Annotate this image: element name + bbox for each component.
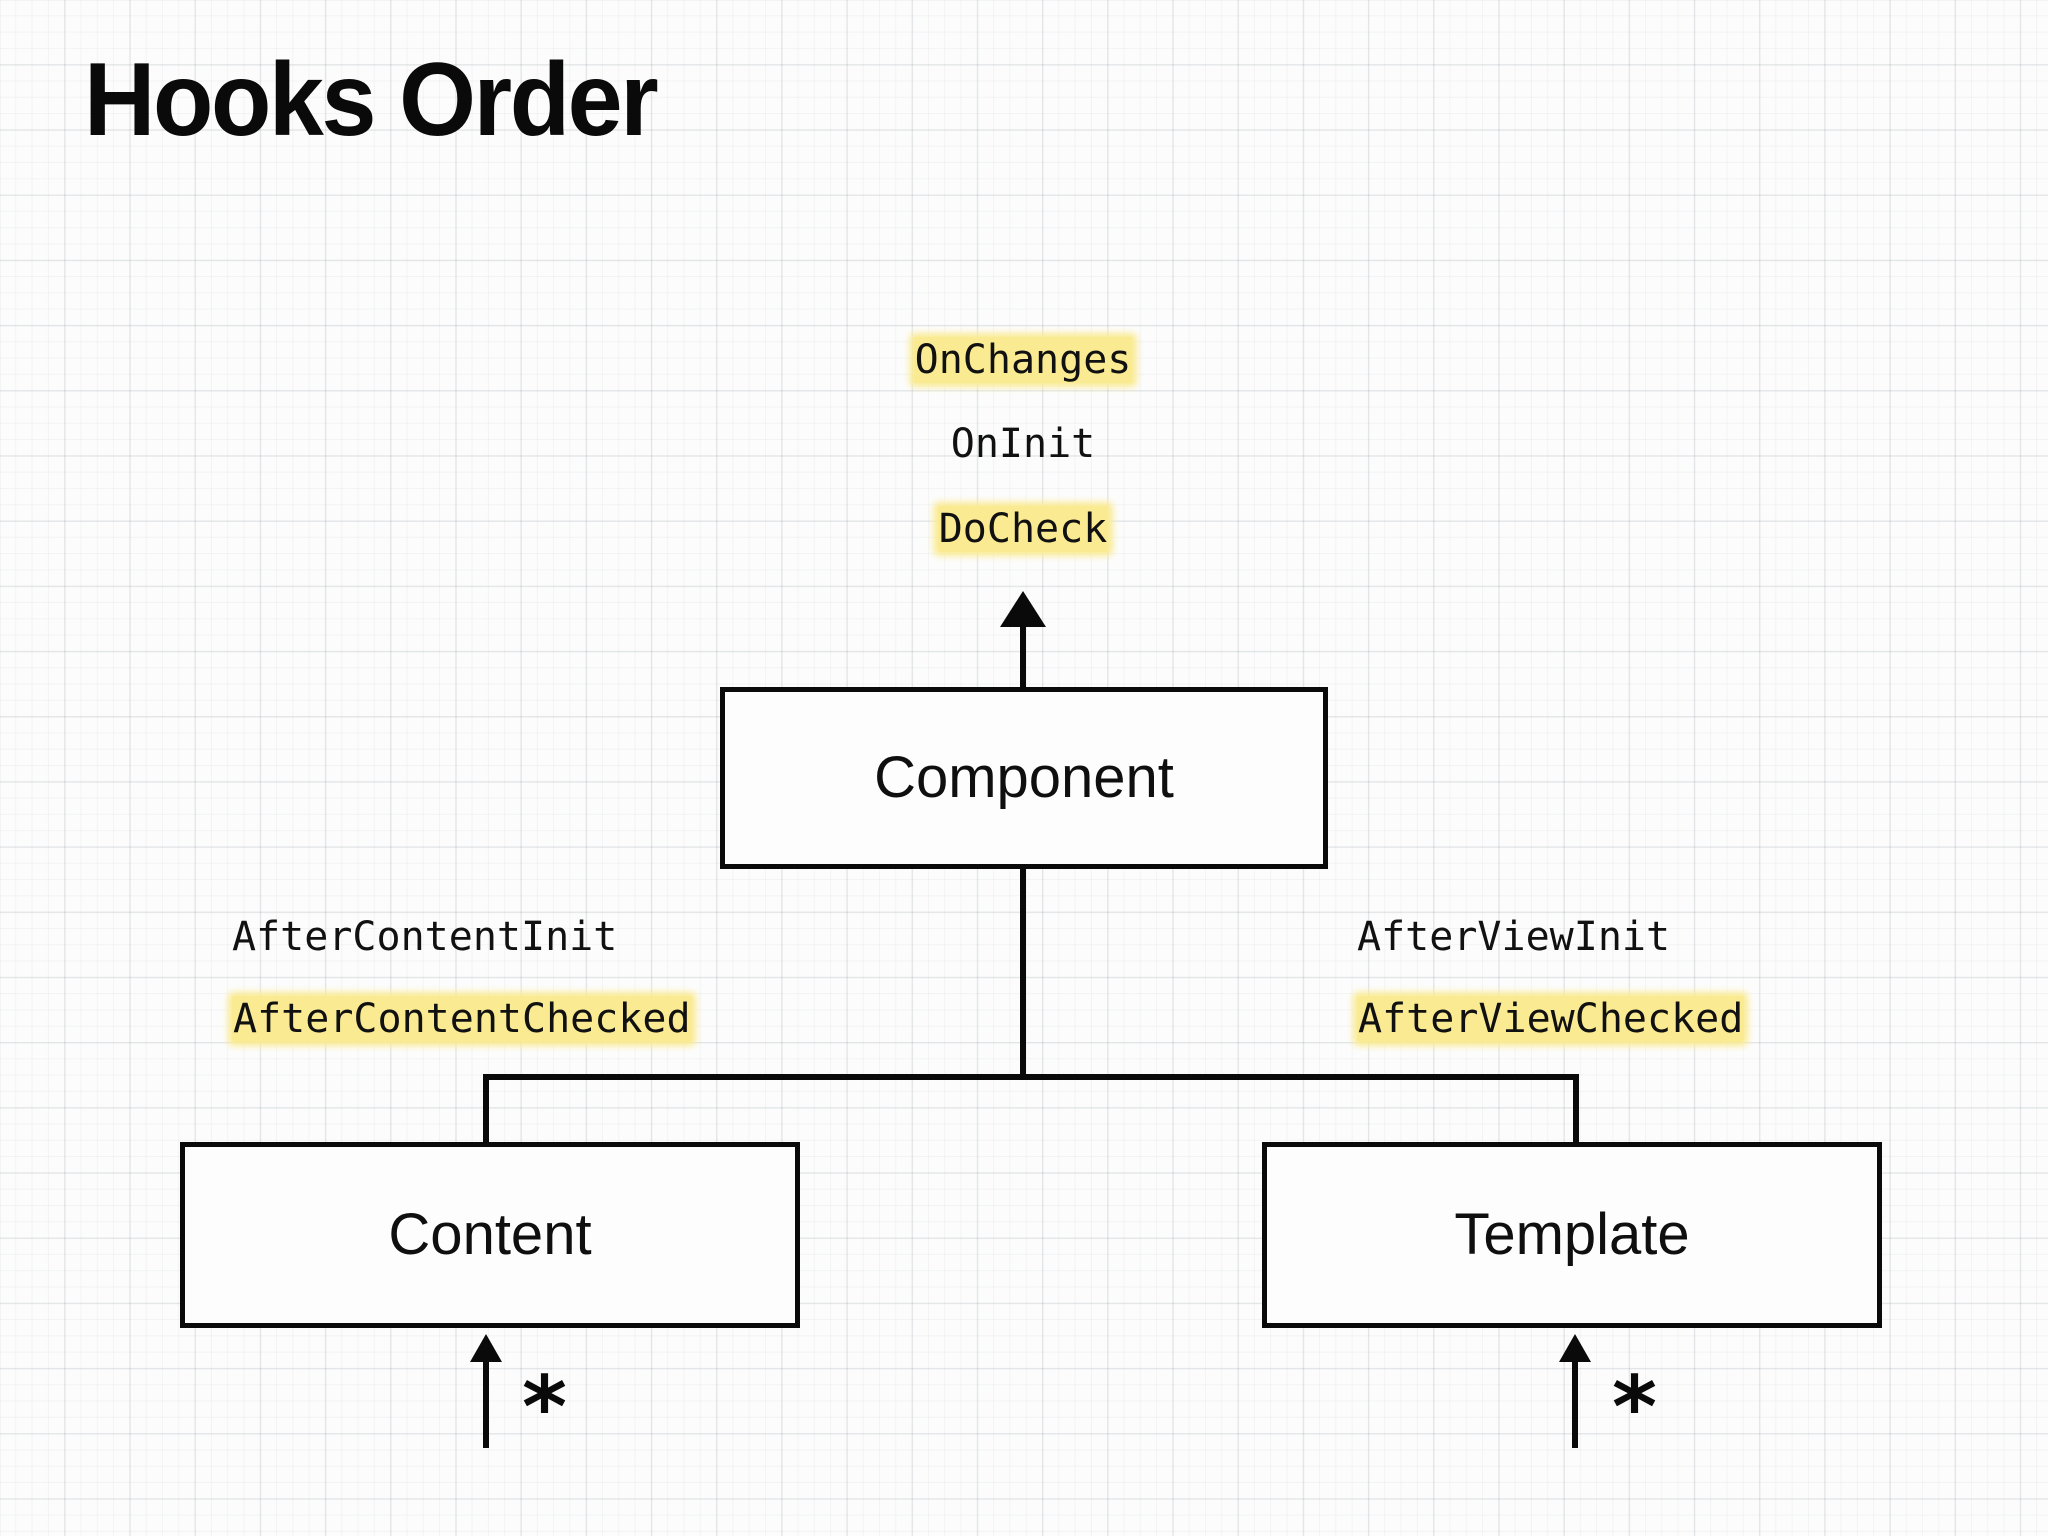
- hook-aftercontentchecked-text: AfterContentChecked: [232, 996, 692, 1042]
- hook-label-onchanges: OnChanges: [913, 337, 1133, 383]
- multiplicity-asterisk-content: *: [522, 1358, 567, 1458]
- hook-label-afterviewchecked: AfterViewChecked: [1357, 996, 1745, 1042]
- arrow-up-shaft: [1020, 612, 1026, 692]
- node-content-label: Content: [388, 1202, 592, 1267]
- hook-label-afterviewinit: AfterViewInit: [1357, 917, 1670, 957]
- node-component[interactable]: Component: [720, 687, 1328, 869]
- node-content[interactable]: Content: [180, 1142, 800, 1328]
- connector-drop-content: [483, 1074, 489, 1146]
- hook-label-aftercontentinit: AfterContentInit: [232, 917, 617, 957]
- hook-label-docheck: DoCheck: [937, 506, 1109, 552]
- hook-label-aftercontentchecked: AfterContentChecked: [232, 996, 692, 1042]
- connector-horizontal-bus: [486, 1074, 1579, 1080]
- hook-afterviewchecked-text: AfterViewChecked: [1357, 996, 1745, 1042]
- node-template[interactable]: Template: [1262, 1142, 1882, 1328]
- hook-oninit-text: OnInit: [950, 421, 1096, 467]
- hook-docheck-text: DoCheck: [937, 506, 1109, 552]
- node-component-label: Component: [874, 745, 1174, 810]
- connector-drop-template: [1573, 1074, 1579, 1146]
- arrow-up-icon-template: [1559, 1334, 1591, 1362]
- node-template-label: Template: [1454, 1202, 1690, 1267]
- multiplicity-asterisk-template: *: [1612, 1358, 1657, 1458]
- hook-afterviewinit-text: AfterViewInit: [1357, 914, 1671, 960]
- hook-label-oninit: OnInit: [951, 424, 1096, 464]
- arrow-up-shaft-content: [483, 1358, 489, 1448]
- hook-aftercontentinit-text: AfterContentInit: [232, 914, 618, 960]
- arrow-up-shaft-template: [1572, 1358, 1578, 1448]
- arrow-up-icon-content: [470, 1334, 502, 1362]
- page-title: Hooks Order: [84, 42, 659, 158]
- hook-onchanges-text: OnChanges: [913, 337, 1133, 383]
- connector-component-stem: [1020, 866, 1026, 1078]
